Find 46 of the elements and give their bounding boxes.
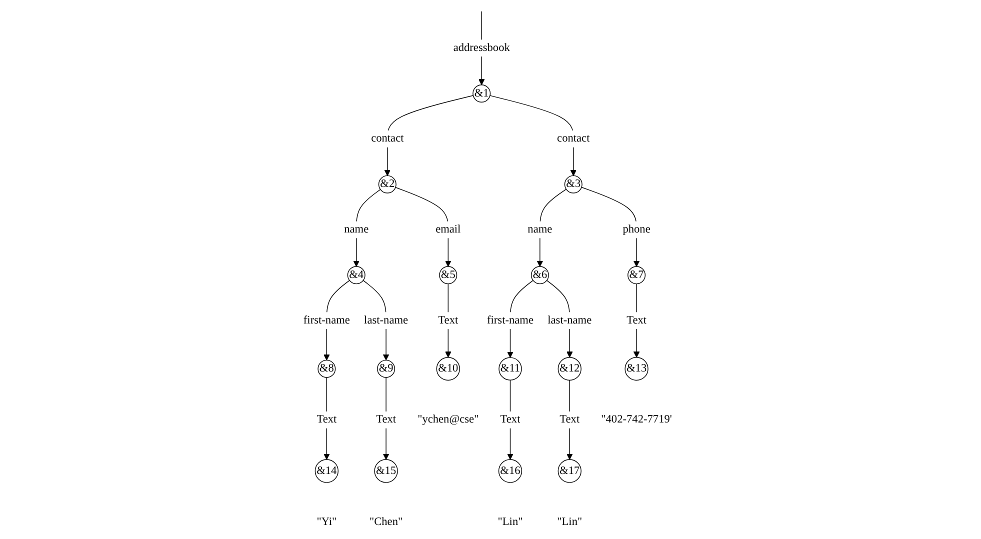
edge-label: Text [560,414,580,426]
node-circle: &10 [436,356,460,381]
node-circle: &2 [378,175,396,194]
node-label: "Chen" [369,516,403,528]
node-circle: &8 [318,360,336,378]
node-label: "Yi" [316,516,337,528]
edge-label: name [528,223,552,236]
arrow [382,377,390,460]
arrow [566,380,573,460]
edge-label: Text [626,314,647,326]
edge-label: last-name [364,314,408,326]
node-circle: &15 [374,459,398,483]
arrow [445,283,452,358]
edge-label: Text [316,414,337,426]
edge-label: Text [376,414,396,426]
edge-label: contact [557,132,590,145]
edge-label: phone [622,223,650,236]
edge-label: last-name [548,314,592,326]
arrow [324,377,330,460]
edge-label: Text [500,414,520,426]
edge-label: Text [438,314,458,326]
edge-label: first-name [486,314,534,326]
node-circle: &12 [558,356,582,381]
edge-label: contact [371,132,404,145]
node-circle: &17 [558,459,582,483]
edge-label: name [344,223,369,236]
arrow [633,283,640,358]
node-label: "Lin" [557,516,582,528]
edge-label: addressbook [453,42,510,54]
node-circle: &7 [628,266,646,284]
node-label: "Lin" [498,516,523,528]
node-circle: &3 [564,175,582,194]
node-circle: &1 [472,84,491,102]
edge-label: email [436,223,461,236]
node-circle: &16 [498,459,522,483]
node-circle: &13 [624,356,648,381]
node-circle: &9 [377,360,396,378]
arrow [507,380,514,460]
node-label: "ychen@cse" [418,414,479,426]
node-circle: &6 [530,266,549,284]
node-label: "402-742-7719' [601,414,672,426]
node-circle: &5 [439,266,458,284]
node-circle: &11 [498,357,522,380]
node-circle: &4 [347,266,366,284]
edge-label: first-name [303,314,350,326]
node-circle: &14 [314,459,338,483]
